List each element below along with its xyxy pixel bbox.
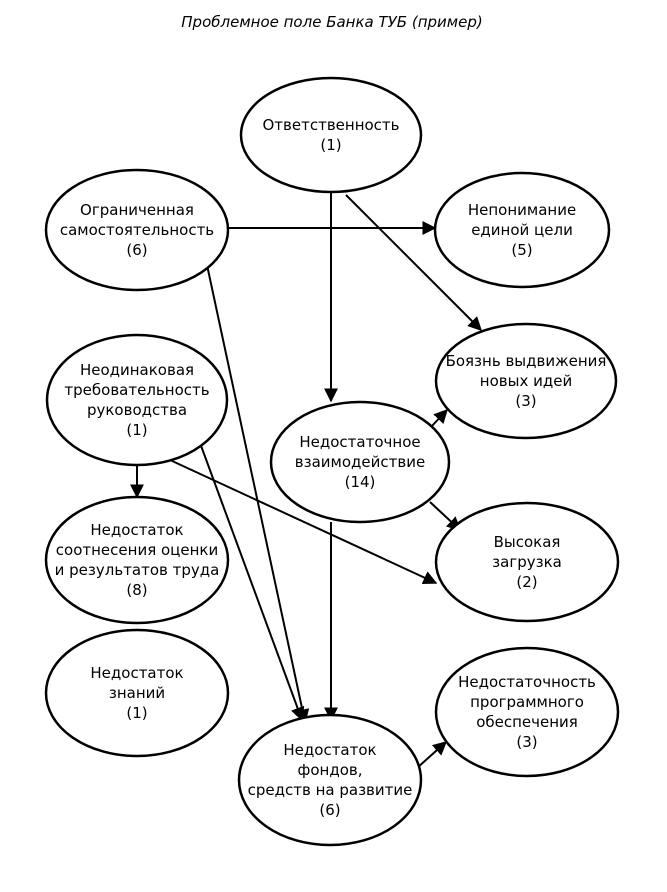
node-ellipse xyxy=(44,495,230,625)
node-assessment-mismatch: Недостаток соотнесения оценки и результато… xyxy=(44,495,230,625)
node-label-line: Ответственность xyxy=(262,116,399,134)
node-fear-of-ideas: Боязнь выдвижения новых идей (3) xyxy=(434,322,618,440)
node-ellipse xyxy=(434,322,618,440)
node-label-line: Высокая xyxy=(494,533,561,551)
node-label-line: требовательность xyxy=(64,381,209,399)
node-label-line: Ограниченная xyxy=(80,201,194,219)
edges-layer xyxy=(130,192,482,769)
node-label-line: обеспечения xyxy=(476,713,578,731)
diagram-title: Проблемное поле Банка ТУБ (пример) xyxy=(181,13,482,31)
node-ellipse xyxy=(434,646,620,778)
node-label-line: (1) xyxy=(320,136,341,154)
node-ellipse xyxy=(239,76,423,194)
node-ellipse xyxy=(44,628,230,758)
node-label-line: Боязнь выдвижения xyxy=(446,352,607,370)
node-label-line: Недостаток xyxy=(90,521,183,539)
node-label-line: (5) xyxy=(511,241,532,259)
node-label-line: и результатов труда xyxy=(55,561,220,579)
node-label-line: (1) xyxy=(126,704,147,722)
node-label-line: (14) xyxy=(345,473,376,491)
node-label-line: (6) xyxy=(126,241,147,259)
node-label-line: средств на развитие xyxy=(248,781,413,799)
node-label-line: (3) xyxy=(515,392,536,410)
node-software: Недостаточность программного обеспечения (3… xyxy=(434,646,620,778)
node-label-line: новых идей xyxy=(480,372,572,390)
node-responsibility: Ответственность (1) xyxy=(239,76,423,194)
node-label-line: единой цели xyxy=(471,221,573,239)
edge-unequal-demands-to-lack-of-funds xyxy=(199,442,305,722)
node-unequal-demands: Неодинаковая требовательность руководства (… xyxy=(45,333,229,467)
edge-lack-of-funds-to-software xyxy=(416,741,448,769)
node-label-line: Недостаточное xyxy=(299,433,420,451)
node-label-line: (1) xyxy=(126,421,147,439)
node-ellipse xyxy=(269,400,451,524)
node-ellipse xyxy=(45,333,229,467)
node-label-line: взаимодействие xyxy=(295,453,425,471)
node-ellipse xyxy=(433,171,611,289)
edge-insufficient-interaction-to-fear-of-ideas xyxy=(429,408,448,429)
node-label-line: (8) xyxy=(126,581,147,599)
node-label-line: знаний xyxy=(109,684,165,702)
node-label-line: (2) xyxy=(516,573,537,591)
node-label-line: фондов, xyxy=(298,761,363,779)
node-ellipse xyxy=(434,501,620,623)
node-label-line: самостоятельность xyxy=(60,221,214,239)
node-label-line: загрузка xyxy=(492,553,562,571)
node-lack-of-funds: Недостаток фондов, средств на развитие (6) xyxy=(237,713,423,847)
node-label-line: руководства xyxy=(87,401,187,419)
edge-responsibility-to-fear-of-ideas xyxy=(345,194,482,331)
node-label-line: соотнесения оценки xyxy=(56,541,218,559)
node-label-line: Непонимание xyxy=(468,201,576,219)
node-insufficient-interaction: Недостаточное взаимодействие (14) xyxy=(269,400,451,524)
node-label-line: Неодинаковая xyxy=(80,361,194,379)
node-label-line: программного xyxy=(470,693,584,711)
node-label-line: Недостаток xyxy=(90,664,183,682)
node-lack-of-knowledge: Недостаток знаний (1) xyxy=(44,628,230,758)
nodes-layer: Ответственность (1) Ограниченная самостояте… xyxy=(44,76,620,847)
node-label-line: (3) xyxy=(516,733,537,751)
node-common-goal: Непонимание единой цели (5) xyxy=(433,171,611,289)
node-ellipse xyxy=(237,713,423,847)
edge-limited-autonomy-to-lack-of-funds xyxy=(206,264,310,724)
node-label-line: Недостаток xyxy=(283,741,376,759)
node-high-workload: Высокая загрузка (2) xyxy=(434,501,620,623)
node-label-line: Недостаточность xyxy=(458,673,596,691)
node-limited-autonomy: Ограниченная самостоятельность (6) xyxy=(44,168,230,292)
node-label-line: (6) xyxy=(319,801,340,819)
node-ellipse xyxy=(44,168,230,292)
